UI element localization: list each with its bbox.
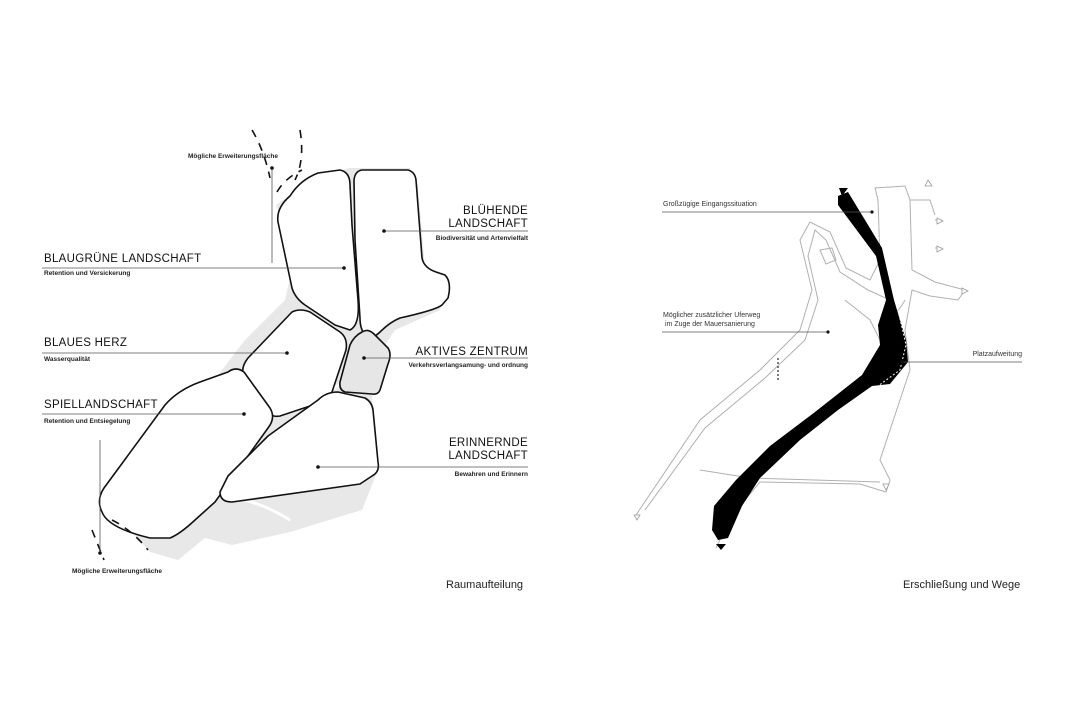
- blaugruene-title: BLAUGRÜNE LANDSCHAFT: [44, 253, 202, 265]
- zone-aktives-zentrum-shape: [339, 329, 391, 395]
- spiellandschaft-subtitle: Retention und Entsiegelung: [44, 418, 131, 425]
- extension-top-label: Mögliche Erweiterungsfläche: [188, 153, 278, 160]
- square-note: Platzaufweitung: [972, 351, 1022, 358]
- bluehend-title-1: BLÜHENDE: [462, 205, 528, 217]
- extension-arcs: [91, 129, 303, 561]
- extension-bottom-label: Mögliche Erweiterungsfläche: [72, 568, 162, 575]
- main-path-black: [712, 192, 908, 540]
- left-caption: Raumaufteilung: [446, 579, 524, 591]
- zone-erinnernde-shape: [219, 391, 380, 503]
- aktives-zentrum-subtitle: Verkehrsverlangsamung- und ordnung: [408, 362, 528, 369]
- zone-blaugruene-shape: [276, 169, 360, 331]
- aktives-zentrum-title: AKTIVES ZENTRUM: [415, 346, 528, 358]
- zone-bluehend-shape: [353, 169, 451, 339]
- blaugruene-subtitle: Retention und Versickerung: [44, 270, 131, 277]
- riverpath-note-1: Möglicher zusätzlicher Uferweg: [663, 312, 761, 319]
- main-path-dotted-edge: [873, 225, 907, 387]
- left-leader-dots: [98, 166, 386, 555]
- bluehend-title-2: LANDSCHAFT: [448, 218, 528, 230]
- zone-spiellandschaft-shape: [98, 368, 274, 539]
- erinnernde-subtitle: Bewahren und Erinnern: [454, 471, 528, 478]
- erinnernde-title-2: LANDSCHAFT: [448, 450, 528, 462]
- riverpath-note-2: im Zuge der Mauersanierung: [665, 321, 755, 328]
- right-entrance-arrows: [633, 179, 969, 521]
- main-path-arrows: [716, 188, 848, 550]
- bluehend-subtitle: Biodiversität und Artenvielfalt: [435, 235, 528, 242]
- entrance-note: Großzügige Eingangssituation: [663, 201, 757, 208]
- erinnernde-title-1: ERINNERNDE: [448, 437, 528, 449]
- spiellandschaft-title: SPIELLANDSCHAFT: [44, 399, 158, 411]
- left-leader-lines: [42, 168, 528, 553]
- right-caption: Erschließung und Wege: [903, 579, 1021, 591]
- blaues-herz-title: BLAUES HERZ: [44, 337, 128, 349]
- right-leader-dots: [826, 210, 904, 364]
- right-site-outline: [635, 185, 966, 549]
- right-leader-lines: [662, 211, 1022, 363]
- blaues-herz-subtitle: Wasserqualität: [44, 356, 90, 363]
